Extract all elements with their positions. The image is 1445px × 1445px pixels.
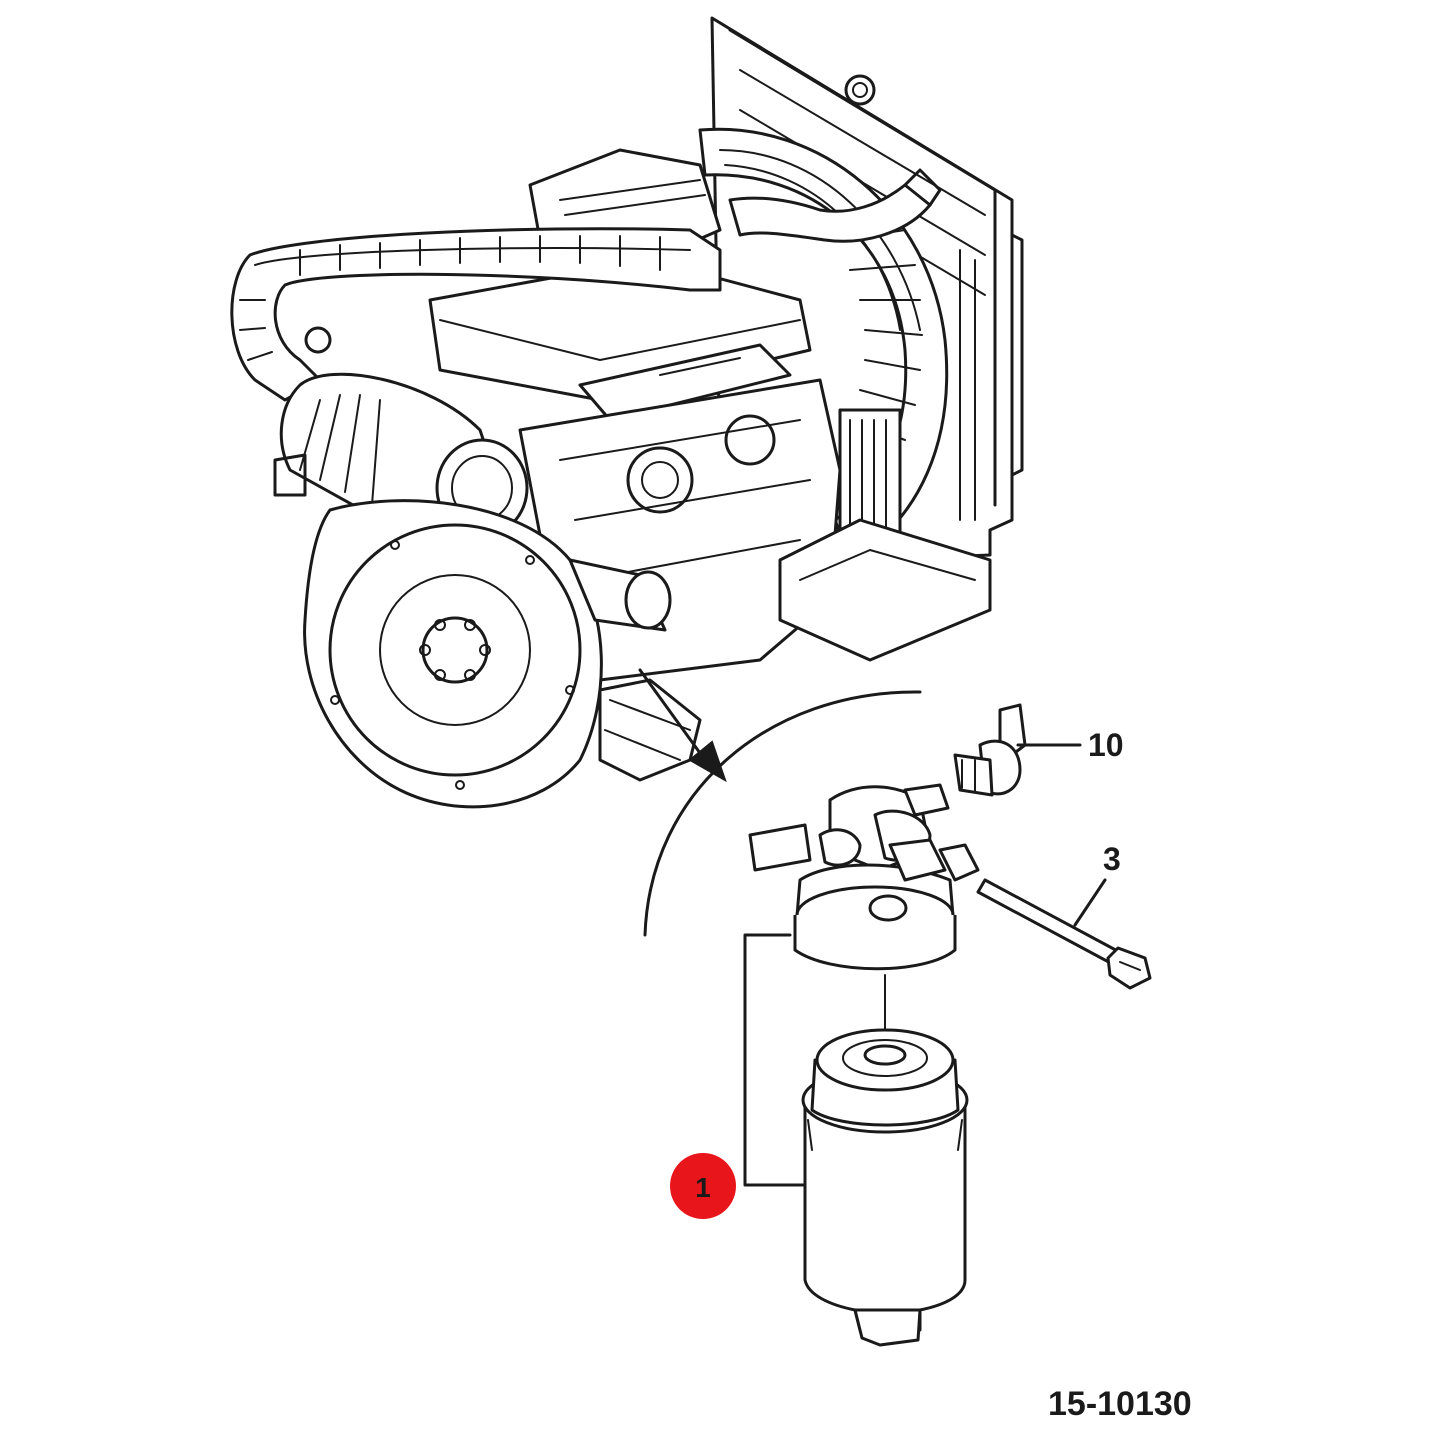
filter-head	[748, 783, 980, 971]
callout-10: 10	[1016, 727, 1124, 763]
callout-label-10: 10	[1088, 727, 1124, 763]
engine-assembly	[230, 16, 1024, 809]
callout-marker-1	[670, 1153, 736, 1219]
callout-label-3: 3	[1103, 841, 1121, 877]
detail-pointer-line	[638, 668, 707, 762]
intake-pipe	[230, 227, 722, 402]
oil-filter	[568, 558, 702, 782]
callout-bracket-1	[743, 933, 807, 1187]
callout-label-1: 1	[695, 1172, 711, 1203]
filter-element	[801, 1028, 969, 1347]
callout-3: 3	[1073, 841, 1121, 927]
fuel-filter-assembly	[743, 703, 1152, 1347]
upper-radiator-hose	[728, 168, 942, 243]
callout-1: 1	[670, 1153, 736, 1219]
leader-line-3	[1073, 878, 1107, 927]
detail-inset-arc	[643, 690, 922, 937]
flywheel-housing	[303, 499, 603, 809]
mounting-bolt	[976, 878, 1152, 990]
figure-number: 15-10130	[1048, 1385, 1192, 1423]
elbow-fitting	[953, 703, 1027, 797]
